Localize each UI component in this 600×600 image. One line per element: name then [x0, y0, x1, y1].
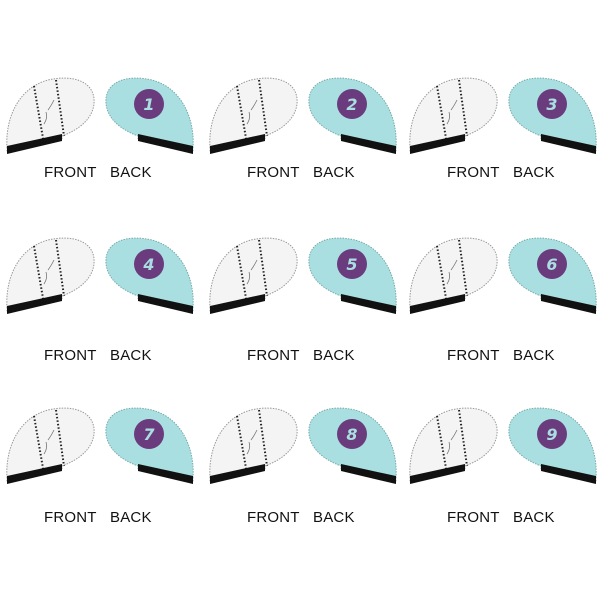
cover-pair: 6 FRONT BACK: [403, 234, 600, 424]
cover-pair: 2 FRONT BACK: [203, 74, 403, 264]
cover-pair: 8 FRONT BACK: [203, 404, 403, 594]
back-cover-image: 2: [308, 77, 397, 154]
cover-number: 2: [346, 95, 357, 114]
front-cover-image: [409, 77, 498, 154]
back-label: BACK: [110, 509, 152, 526]
front-label: FRONT: [247, 164, 300, 181]
front-label: FRONT: [447, 347, 500, 364]
back-label: BACK: [313, 509, 355, 526]
back-cover-image: 7: [105, 407, 194, 484]
front-label: FRONT: [447, 164, 500, 181]
front-label: FRONT: [247, 509, 300, 526]
cover-number: 1: [143, 95, 154, 114]
cover-number: 4: [142, 255, 154, 274]
front-cover-image: [209, 237, 298, 314]
back-cover-image: 8: [308, 407, 397, 484]
back-cover-image: 6: [508, 237, 597, 314]
cover-number: 8: [346, 425, 357, 444]
cover-number: 3: [546, 95, 557, 114]
cover-number: 7: [143, 425, 155, 444]
front-cover-image: [409, 407, 498, 484]
back-cover-image: 1: [105, 77, 194, 154]
back-cover-image: 4: [105, 237, 194, 314]
cover-pair: 5 FRONT BACK: [203, 234, 403, 424]
cover-number: 9: [546, 425, 557, 444]
front-label: FRONT: [44, 509, 97, 526]
back-cover-image: 9: [508, 407, 597, 484]
cover-pair: 1 FRONT BACK: [0, 74, 200, 264]
back-label: BACK: [313, 164, 355, 181]
front-label: FRONT: [44, 164, 97, 181]
back-label: BACK: [110, 164, 152, 181]
front-label: FRONT: [447, 509, 500, 526]
cover-pair: 7 FRONT BACK: [0, 404, 200, 594]
back-cover-image: 5: [308, 237, 397, 314]
front-label: FRONT: [247, 347, 300, 364]
front-cover-image: [6, 77, 95, 154]
cover-number: 5: [346, 255, 357, 274]
front-cover-image: [409, 237, 498, 314]
cover-pair: 9 FRONT BACK: [403, 404, 600, 594]
back-label: BACK: [513, 347, 555, 364]
cover-pair: 4 FRONT BACK: [0, 234, 200, 424]
cover-number: 6: [546, 255, 557, 274]
back-label: BACK: [513, 509, 555, 526]
back-label: BACK: [513, 164, 555, 181]
front-cover-image: [209, 407, 298, 484]
back-label: BACK: [313, 347, 355, 364]
front-cover-image: [6, 237, 95, 314]
front-label: FRONT: [44, 347, 97, 364]
cover-pair: 3 FRONT BACK: [403, 74, 600, 264]
back-cover-image: 3: [508, 77, 597, 154]
front-cover-image: [6, 407, 95, 484]
back-label: BACK: [110, 347, 152, 364]
front-cover-image: [209, 77, 298, 154]
